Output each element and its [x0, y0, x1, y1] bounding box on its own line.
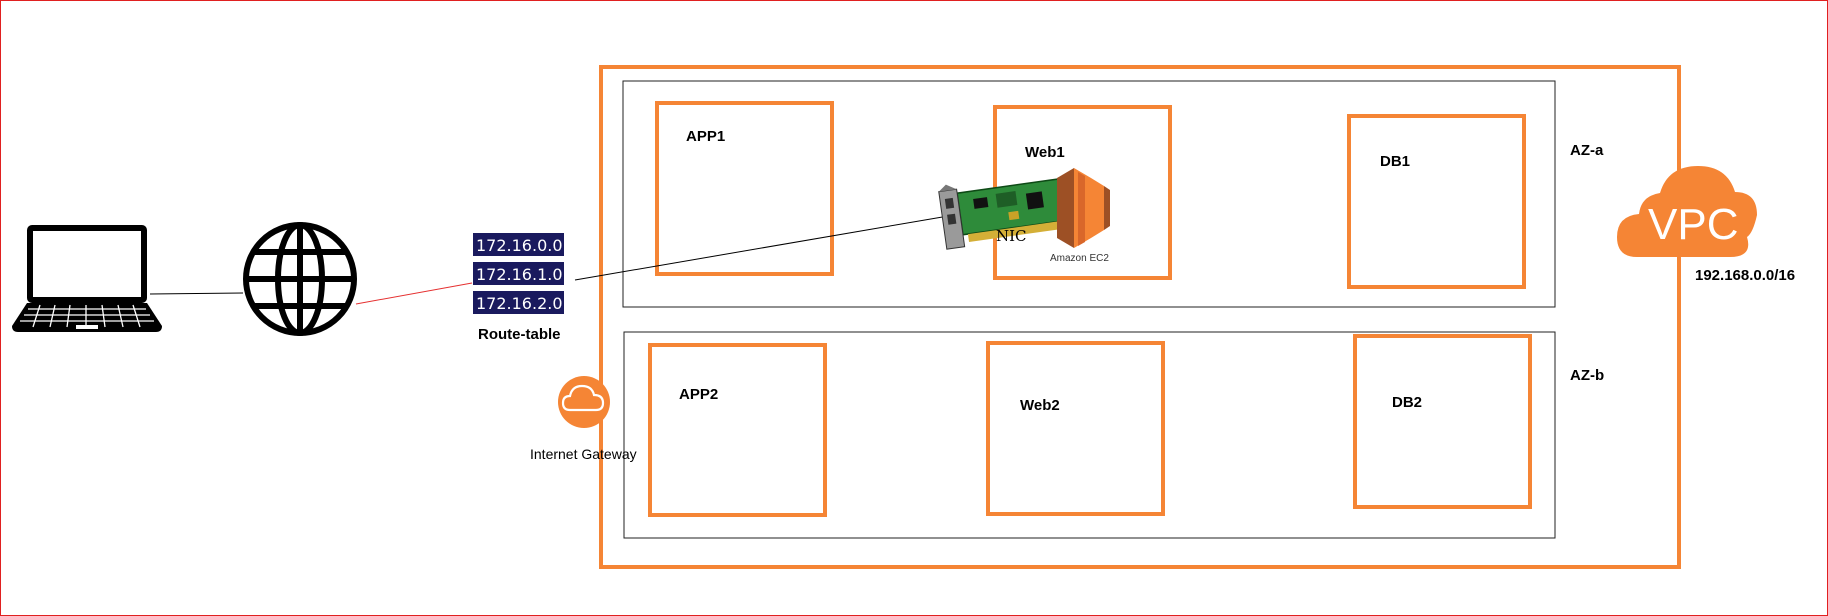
route-entry: 172.16.0.0: [476, 236, 563, 255]
az-a-box: [622, 80, 1556, 308]
laptop-internet-link: [149, 292, 244, 295]
route-entry-bg-2: [473, 291, 564, 314]
web2-box: [986, 341, 1165, 516]
nic-label: NIC: [996, 227, 1027, 245]
internet-globe-icon: [243, 222, 357, 336]
gateway-label: Internet Gateway: [530, 446, 637, 462]
web1-label: Web1: [1025, 144, 1065, 161]
route-entry: 172.16.1.0: [476, 265, 563, 284]
vpc-label: VPC: [1648, 200, 1738, 249]
app1-box: [655, 101, 834, 276]
db1-label: DB1: [1380, 153, 1410, 170]
nic-card-icon: NIC: [938, 178, 1065, 250]
web2-label: Web2: [1020, 397, 1060, 414]
db1-box: [1347, 114, 1526, 289]
az-a-label: AZ-a: [1570, 142, 1604, 159]
laptop-icon: [12, 225, 162, 332]
route-nic-link: [574, 213, 961, 281]
route-entry-bg-1: [473, 262, 564, 285]
route-table: 172.16.0.0 172.16.1.0 172.16.2.0 Route-t…: [473, 233, 564, 343]
db2-box: [1353, 334, 1532, 509]
route-table-label: Route-table: [478, 326, 561, 343]
az-b-box: [623, 331, 1556, 539]
cloud-icon: [561, 384, 605, 412]
route-entry-bg-0: [473, 233, 564, 256]
ec2-label: Amazon EC2: [1050, 253, 1109, 264]
vpc-cloud-icon: VPC: [1617, 166, 1757, 257]
db2-label: DB2: [1392, 394, 1422, 411]
az-b-label: AZ-b: [1570, 367, 1604, 384]
vpc-boundary: [599, 65, 1681, 569]
gateway-icon: [558, 376, 610, 428]
internet-route-link: [355, 282, 473, 305]
app1-label: APP1: [686, 128, 725, 145]
app2-box: [648, 343, 827, 517]
route-entry: 172.16.2.0: [476, 294, 563, 313]
vpc-cidr-label: 192.168.0.0/16: [1695, 267, 1795, 284]
app2-label: APP2: [679, 386, 718, 403]
amazon-ec2-icon: Amazon EC2: [1050, 168, 1110, 264]
internet-gateway: Internet Gateway: [530, 376, 637, 462]
